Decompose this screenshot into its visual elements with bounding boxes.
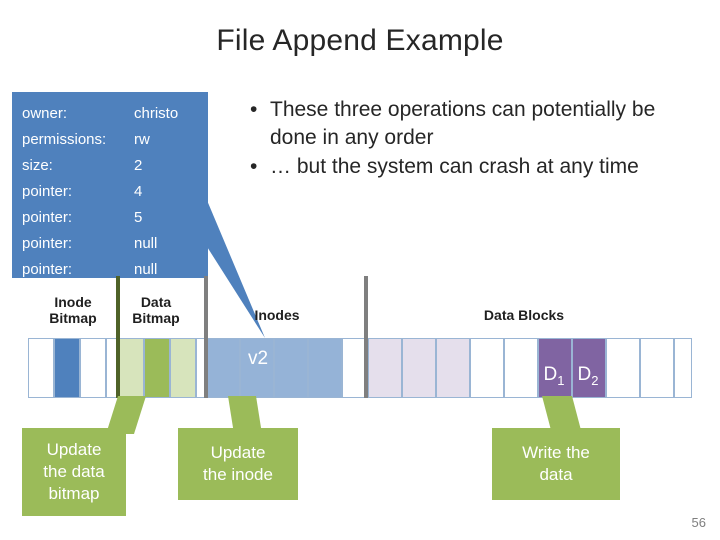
data-block-cell-6 bbox=[606, 338, 640, 398]
data-block-cell-4 bbox=[470, 338, 504, 398]
inode-field-value-permissions: rw bbox=[134, 131, 150, 148]
inode-bitmap-cell-1 bbox=[28, 338, 54, 398]
inode-callout-tail bbox=[190, 160, 265, 338]
separator-bitmap-inodes bbox=[204, 276, 208, 398]
data-block-cell-5 bbox=[504, 338, 538, 398]
data-bitmap-label: Data Bitmap bbox=[132, 294, 180, 327]
inode-cell-3 bbox=[274, 338, 308, 398]
inode-bitmap-label: Inode Bitmap bbox=[49, 294, 97, 327]
inode-cell-4 bbox=[308, 338, 342, 398]
data-block-cell-d2 bbox=[572, 338, 606, 398]
data-write-callout-tail bbox=[542, 396, 582, 434]
inode-field-label-pointer-4: pointer: bbox=[22, 261, 73, 278]
inodes-label: Inodes bbox=[254, 307, 300, 323]
inode-bitmap-cell-3 bbox=[80, 338, 106, 398]
separator-inodes-datablocks bbox=[364, 276, 368, 398]
data-bitmap-cell-2 bbox=[144, 338, 170, 398]
inode-field-value-pointer-2: 5 bbox=[134, 209, 143, 226]
inode-field-label-permissions: permissions: bbox=[22, 131, 107, 148]
page-title: File Append Example bbox=[216, 24, 504, 57]
inode-field-value-pointer-1: 4 bbox=[134, 183, 143, 200]
inode-field-label-pointer-3: pointer: bbox=[22, 235, 73, 252]
separator-inode-data-bitmap bbox=[116, 276, 120, 398]
data-block-cell-1 bbox=[368, 338, 402, 398]
page-number: 56 bbox=[691, 515, 706, 530]
data-block-cell-d1 bbox=[538, 338, 572, 398]
bullet-marker-2: • bbox=[250, 155, 258, 179]
inode-field-label-owner: owner: bbox=[22, 105, 68, 122]
inode-field-value-size: 2 bbox=[134, 157, 143, 174]
data-bitmap-cell-1 bbox=[118, 338, 144, 398]
bullet-text-1: These three operations can potentially b… bbox=[270, 98, 656, 149]
write-data-callout: Write the data bbox=[492, 428, 620, 500]
bullet-item-2: • … but the system can crash at any time bbox=[246, 153, 706, 181]
inode-detail-box: owner: christo permissions: rw size: 2 p… bbox=[12, 92, 208, 278]
inode-field-value-pointer-4: null bbox=[134, 261, 158, 278]
bullet-text-2: … but the system can crash at any time bbox=[270, 155, 639, 179]
data-bitmap-cell-3 bbox=[170, 338, 196, 398]
inode-bitmap-cell-2 bbox=[54, 338, 80, 398]
bullet-item-1: • These three operations can potentially… bbox=[246, 96, 706, 151]
inode-callout-tail-green bbox=[228, 396, 262, 434]
bullet-list: • These three operations can potentially… bbox=[246, 96, 706, 183]
inode-field-label-size: size: bbox=[22, 157, 53, 174]
inode-cell-1 bbox=[206, 338, 240, 398]
inode-cell-2 bbox=[240, 338, 274, 398]
data-block-cell-8 bbox=[674, 338, 692, 398]
data-block-d2-label: D2 bbox=[577, 364, 599, 388]
data-block-cell-7 bbox=[640, 338, 674, 398]
data-block-cell-2 bbox=[402, 338, 436, 398]
data-block-cell-3 bbox=[436, 338, 470, 398]
inode-v2-label: v2 bbox=[247, 348, 269, 369]
bullet-marker-1: • bbox=[250, 98, 258, 121]
inode-field-value-owner: christo bbox=[134, 105, 179, 122]
update-inode-callout: Update the inode bbox=[178, 428, 298, 500]
inode-field-label-pointer-1: pointer: bbox=[22, 183, 73, 200]
data-blocks-label: Data Blocks bbox=[483, 307, 565, 323]
inode-field-label-pointer-2: pointer: bbox=[22, 209, 73, 226]
update-data-bitmap-callout: Update the data bitmap bbox=[22, 428, 126, 516]
inode-field-value-pointer-3: null bbox=[134, 235, 158, 252]
data-bitmap-callout-tail bbox=[106, 396, 146, 434]
data-block-d1-label: D1 bbox=[543, 364, 565, 388]
